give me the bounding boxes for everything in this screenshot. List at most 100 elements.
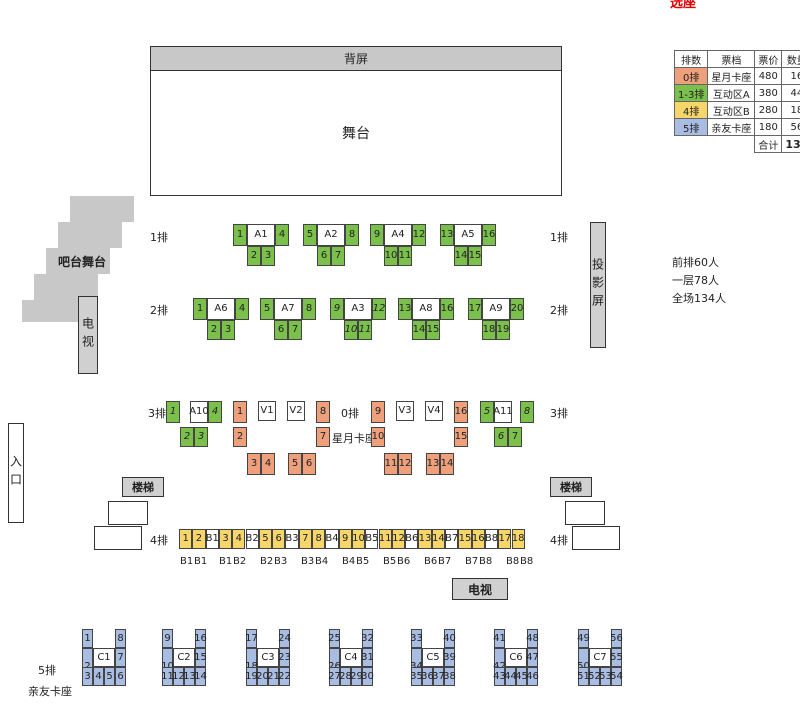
- seat[interactable]: 20: [510, 298, 524, 320]
- seat[interactable]: 16: [454, 401, 468, 423]
- seat[interactable]: 46: [526, 667, 539, 686]
- seat[interactable]: 40: [443, 629, 456, 648]
- seat[interactable]: 12: [372, 298, 386, 320]
- seat[interactable]: 15: [468, 246, 482, 266]
- seat[interactable]: 8: [345, 224, 359, 246]
- seat[interactable]: 6: [494, 427, 508, 447]
- seat[interactable]: 13: [418, 529, 432, 549]
- seat[interactable]: 43: [493, 667, 506, 686]
- seat[interactable]: 3: [261, 246, 275, 266]
- seat[interactable]: 13: [398, 298, 412, 320]
- seat[interactable]: 6: [272, 529, 286, 549]
- seat[interactable]: 2: [233, 427, 247, 447]
- seat[interactable]: 4: [275, 224, 289, 246]
- seat[interactable]: 9: [370, 224, 384, 246]
- seat[interactable]: 16: [482, 224, 496, 246]
- seat[interactable]: 47: [526, 648, 539, 667]
- seat[interactable]: 27: [328, 667, 341, 686]
- seat[interactable]: 17: [468, 298, 482, 320]
- seat[interactable]: 7: [288, 320, 302, 340]
- seat[interactable]: 5: [258, 529, 273, 549]
- seat[interactable]: 8: [302, 298, 316, 320]
- seat[interactable]: 13: [440, 224, 454, 246]
- seat[interactable]: 15: [454, 427, 468, 447]
- seat[interactable]: 32: [361, 629, 374, 648]
- seat[interactable]: 11: [384, 453, 398, 475]
- seat[interactable]: 12: [398, 453, 412, 475]
- seat[interactable]: 9: [162, 629, 173, 648]
- seat[interactable]: 1: [233, 401, 247, 423]
- seat[interactable]: 1: [179, 529, 193, 549]
- seat[interactable]: 18: [482, 320, 496, 340]
- seat[interactable]: 5: [303, 224, 317, 246]
- seat[interactable]: 2: [207, 320, 221, 340]
- seat[interactable]: 36: [421, 667, 434, 686]
- seat[interactable]: 3: [218, 529, 233, 549]
- seat[interactable]: 13: [183, 667, 196, 686]
- seat[interactable]: 5: [480, 401, 494, 423]
- seat[interactable]: 21: [267, 667, 280, 686]
- seat[interactable]: 16: [471, 529, 485, 549]
- seat[interactable]: 1: [233, 224, 247, 246]
- seat[interactable]: 30: [361, 667, 374, 686]
- seat[interactable]: 14: [412, 320, 426, 340]
- seat[interactable]: 39: [443, 648, 456, 667]
- seat[interactable]: 3: [221, 320, 235, 340]
- seat[interactable]: 5: [260, 298, 274, 320]
- seat[interactable]: 6: [302, 453, 316, 475]
- seat[interactable]: 48: [526, 629, 539, 648]
- seat[interactable]: 9: [338, 529, 352, 549]
- seat[interactable]: 22: [278, 667, 291, 686]
- seat[interactable]: 17: [498, 529, 512, 549]
- seat[interactable]: 9: [371, 401, 385, 423]
- seat[interactable]: 1: [166, 401, 180, 423]
- entrance[interactable]: 入口: [8, 423, 24, 523]
- seat[interactable]: 6: [115, 667, 126, 686]
- seat[interactable]: 11: [378, 529, 392, 549]
- seat[interactable]: 14: [194, 667, 207, 686]
- seat[interactable]: 7: [331, 246, 345, 266]
- seat[interactable]: 5: [104, 667, 115, 686]
- seat[interactable]: 3: [194, 427, 208, 447]
- seat[interactable]: 12: [412, 224, 426, 246]
- seat[interactable]: 2: [247, 246, 261, 266]
- seat[interactable]: 20: [256, 667, 269, 686]
- seat[interactable]: 6: [317, 246, 331, 266]
- seat[interactable]: 8: [316, 401, 330, 423]
- seat[interactable]: 7: [316, 427, 330, 447]
- seat[interactable]: 4: [261, 453, 275, 475]
- seat[interactable]: 35: [410, 667, 423, 686]
- seat[interactable]: 2: [192, 529, 206, 549]
- seat[interactable]: 37: [432, 667, 445, 686]
- seat[interactable]: 7: [115, 648, 126, 667]
- seat[interactable]: 10: [384, 246, 398, 266]
- seat[interactable]: 4: [93, 667, 104, 686]
- seat[interactable]: 45: [515, 667, 528, 686]
- seat[interactable]: 23: [278, 648, 291, 667]
- seat[interactable]: 53: [599, 667, 612, 686]
- seat[interactable]: 8: [312, 529, 326, 549]
- seat[interactable]: 16: [194, 629, 207, 648]
- seat[interactable]: 28: [339, 667, 352, 686]
- seat[interactable]: 10: [351, 529, 366, 549]
- seat[interactable]: 11: [161, 667, 174, 686]
- seat[interactable]: 33: [410, 629, 423, 648]
- seat[interactable]: 7: [298, 529, 312, 549]
- seat[interactable]: 17: [245, 629, 258, 648]
- seat[interactable]: 3: [82, 667, 93, 686]
- seat[interactable]: 19: [496, 320, 510, 340]
- seat[interactable]: 12: [391, 529, 406, 549]
- seat[interactable]: 7: [508, 427, 522, 447]
- seat[interactable]: 38: [443, 667, 456, 686]
- seat[interactable]: 51: [577, 667, 590, 686]
- seat[interactable]: 11: [358, 320, 372, 340]
- seat[interactable]: 1: [193, 298, 207, 320]
- seat[interactable]: 8: [520, 401, 534, 423]
- seat[interactable]: 6: [274, 320, 288, 340]
- seat[interactable]: 15: [194, 648, 207, 667]
- seat[interactable]: 19: [245, 667, 258, 686]
- seat[interactable]: 41: [493, 629, 506, 648]
- seat[interactable]: 4: [232, 529, 246, 549]
- seat[interactable]: 1: [82, 629, 93, 648]
- seat[interactable]: 49: [577, 629, 590, 648]
